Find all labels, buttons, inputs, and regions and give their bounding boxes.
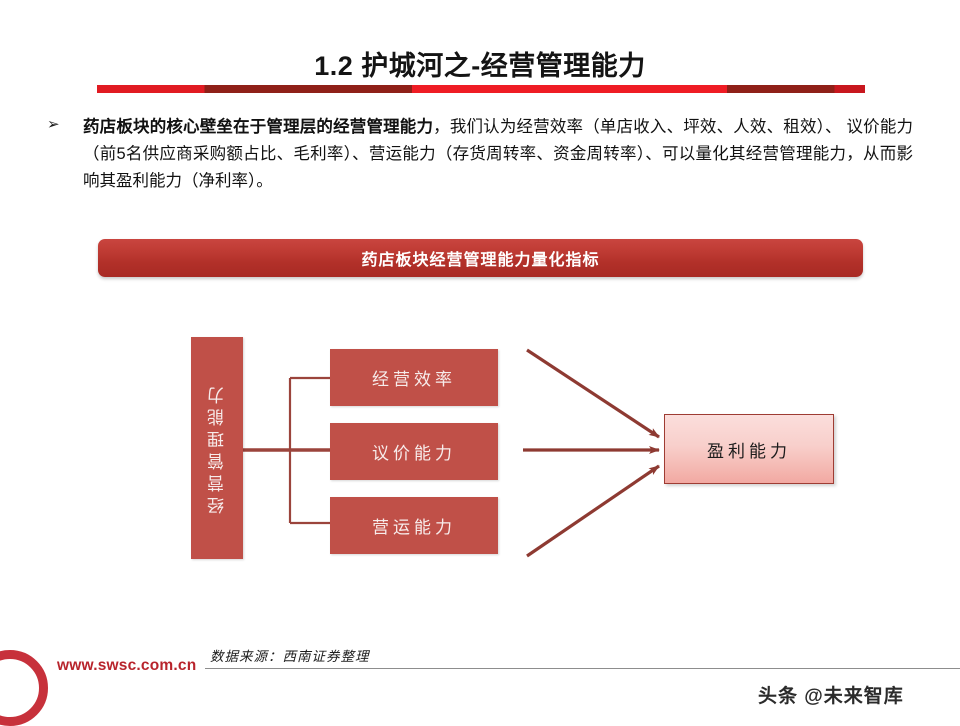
diagram-box-bargaining-label: 议价能力 xyxy=(372,444,456,463)
diagram-box-profitability-label: 盈利能力 xyxy=(707,441,791,461)
bracket-connectors xyxy=(243,376,330,525)
bullet-paragraph-block: ➢ 药店板块的核心壁垒在于管理层的经营管理能力，我们认为经营效率（单店收入、坪效… xyxy=(47,114,913,195)
bullet-bold-lead: 药店板块的核心壁垒在于管理层的经营管理能力 xyxy=(83,118,434,136)
section-banner-label: 药店板块经营管理能力量化指标 xyxy=(361,252,600,269)
bullet-arrow-icon: ➢ xyxy=(47,116,60,133)
diagram-box-efficiency-label: 经营效率 xyxy=(372,370,456,389)
title-divider xyxy=(97,85,865,93)
arrow-operations-to-profit xyxy=(526,464,660,558)
diagram-box-operations-label: 营运能力 xyxy=(372,518,456,537)
diagram-box-efficiency: 经营效率 xyxy=(330,349,498,406)
diagram-box-profitability: 盈利能力 xyxy=(664,414,834,484)
footer-website-url[interactable]: www.swsc.com.cn xyxy=(57,657,197,674)
diagram-box-root-label: 经营管理能力 xyxy=(207,382,227,514)
bullet-paragraph-text: 药店板块的核心壁垒在于管理层的经营管理能力，我们认为经营效率（单店收入、坪效、人… xyxy=(83,114,913,195)
watermark-label: 头条 @未来智库 xyxy=(758,686,904,707)
arrow-efficiency-to-profit xyxy=(526,348,660,439)
footer-divider xyxy=(205,668,960,669)
page-title: 1.2 护城河之-经营管理能力 xyxy=(314,51,646,81)
section-banner: 药店板块经营管理能力量化指标 xyxy=(98,239,863,277)
converging-arrows xyxy=(523,348,660,558)
diagram-box-root: 经营管理能力 xyxy=(191,337,243,559)
footer-data-source: 数据来源：西南证券整理 xyxy=(210,649,370,664)
bullet-rest-text: ，我们认为经营效率（单店收入、坪效、人效、租效）、 议价能力（前5名供应商采购额… xyxy=(83,118,913,190)
diagram-box-bargaining: 议价能力 xyxy=(330,423,498,480)
diagram-box-operations: 营运能力 xyxy=(330,497,498,554)
